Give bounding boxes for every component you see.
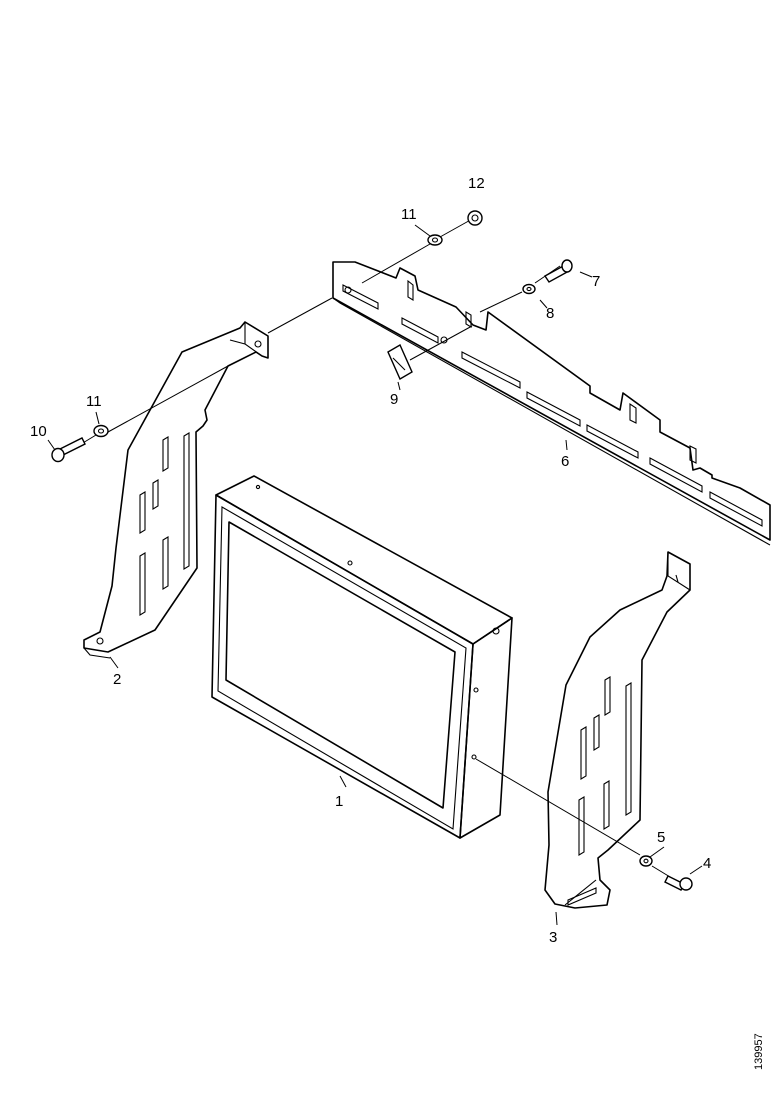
callout-1: 1 [335,793,343,810]
part-2-left-bracket [83,321,269,659]
callout-4: 4 [703,855,711,872]
document-id: 139957 [753,1033,765,1070]
callout-8: 8 [546,305,554,322]
callout-11-lower: 11 [86,393,102,410]
part-12-nut [467,210,483,226]
callout-7: 7 [592,273,600,290]
part-9-clip-nut [387,344,413,380]
part-8-washer [522,283,536,295]
callout-11-upper: 11 [401,206,417,223]
part-11-washer-upper [427,234,443,246]
part-1-display-unit [211,475,513,839]
part-7-screw [543,259,573,283]
part-5-washer [639,855,653,867]
part-6-rear-rail [332,261,771,546]
callout-3: 3 [549,929,557,946]
callout-5: 5 [657,829,665,846]
part-10-screw [51,437,86,463]
part-11-washer-lower [93,424,109,438]
part-3-right-bracket [544,551,691,909]
callout-10: 10 [30,423,47,440]
part-4-screw [664,875,693,891]
callout-2: 2 [113,671,121,688]
callout-9: 9 [390,391,398,408]
callout-6: 6 [561,453,569,470]
callout-12: 12 [468,175,485,192]
